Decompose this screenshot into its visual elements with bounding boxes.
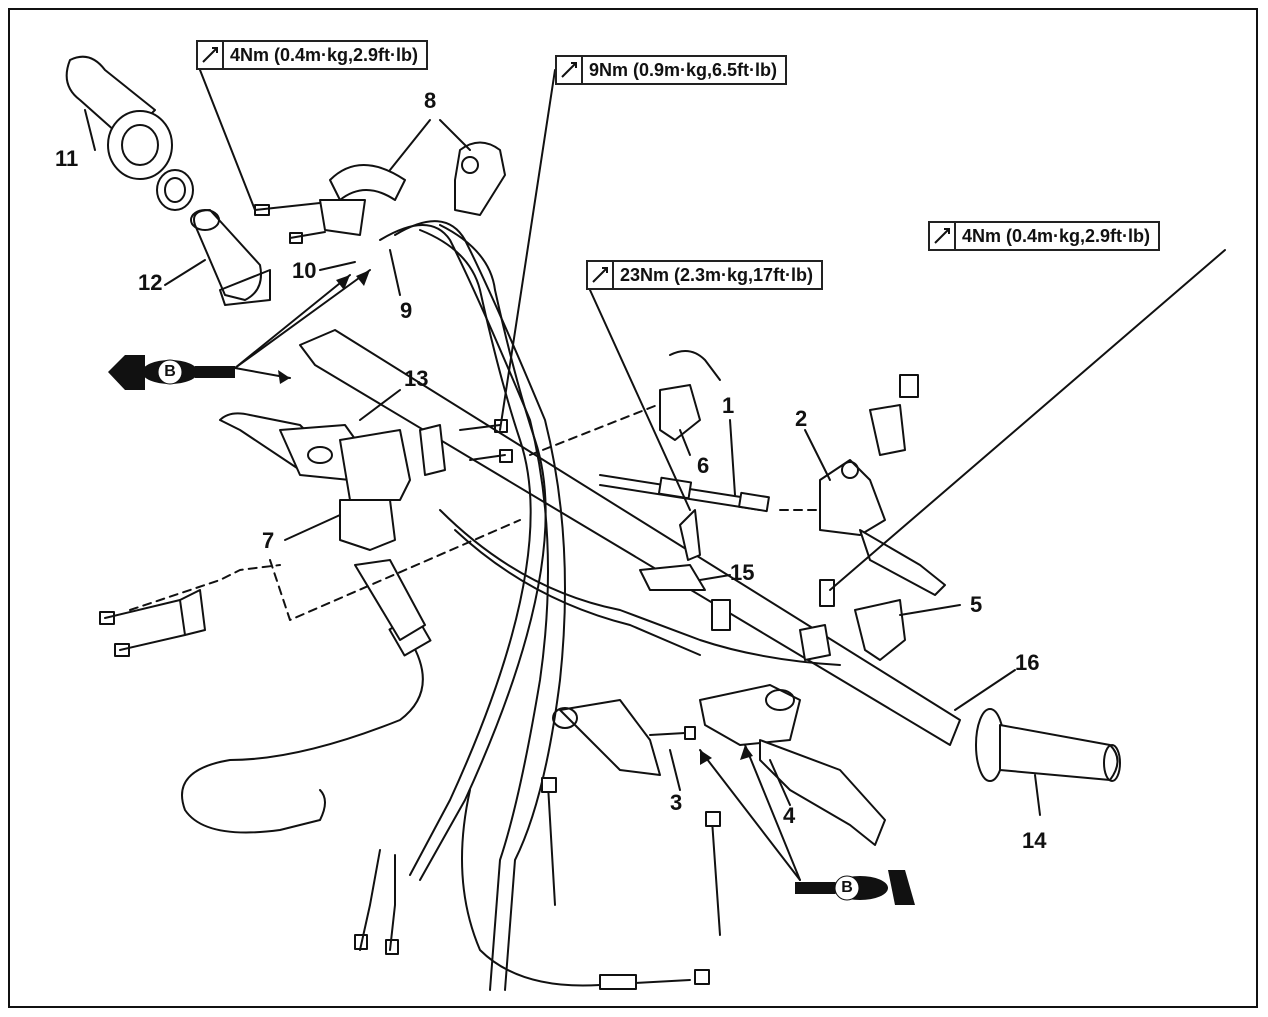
torque-wrench-icon (588, 262, 614, 288)
torque-wrench-icon (930, 223, 956, 249)
handlebar (299, 329, 961, 746)
callout-5: 5 (970, 592, 983, 617)
torque-spec-box: 4Nm (0.4m·kg,2.9ft·lb) (196, 40, 429, 70)
torque-spec-box: 4Nm (0.4m·kg,2.9ft·lb) (928, 221, 1161, 251)
right-grip (975, 708, 1121, 782)
diagram-frame (8, 8, 1258, 1008)
callout-10: 10 (292, 258, 317, 283)
torque-spec-box: 23Nm (2.3m·kg,17ft·lb) (586, 260, 824, 290)
callout-15: 15 (730, 560, 755, 585)
torque-spec-text: 23Nm (2.3m·kg,17ft·lb) (620, 264, 814, 285)
callout-3: 3 (670, 790, 683, 815)
bracket-top (869, 374, 919, 456)
callout-1: 1 (722, 393, 735, 418)
callout-7: 7 (262, 528, 275, 553)
torque-spec-text: 4Nm (0.4m·kg,2.9ft·lb) (962, 225, 1151, 246)
callout-6: 6 (697, 453, 710, 478)
brake-master-cylinder (219, 412, 446, 551)
throttle-tube (190, 209, 271, 306)
callout-9: 9 (400, 298, 413, 323)
callout-4: 4 (783, 803, 796, 828)
throttle-housing (319, 141, 506, 236)
callout-12: 12 (138, 270, 163, 295)
callout-13: 13 (404, 366, 429, 391)
throttle-assembly-3 (552, 699, 696, 776)
callout-16: 16 (1015, 650, 1040, 675)
callout-14: 14 (1022, 828, 1047, 853)
callout-2: 2 (795, 406, 808, 431)
torque-spec-box: 9Nm (0.9m·kg,6.5ft·lb) (555, 55, 788, 85)
grease-gun-icon (108, 355, 235, 390)
brake-hose (181, 569, 424, 834)
grease-label: B (841, 879, 853, 896)
callout-8: 8 (424, 88, 437, 113)
torque-spec-text: 9Nm (0.9m·kg,6.5ft·lb) (589, 59, 778, 80)
grease-label: B (164, 363, 176, 380)
lever-holder-2 (819, 459, 946, 596)
clutch-lever-4 (699, 684, 886, 846)
callout-11: 11 (55, 146, 79, 171)
torque-wrench-icon (557, 57, 583, 83)
left-grip (65, 55, 194, 211)
torque-wrench-icon (198, 42, 224, 68)
switch-5 (799, 579, 906, 661)
torque-spec-text: 4Nm (0.4m·kg,2.9ft·lb) (230, 44, 419, 65)
clamp-6 (659, 350, 721, 441)
